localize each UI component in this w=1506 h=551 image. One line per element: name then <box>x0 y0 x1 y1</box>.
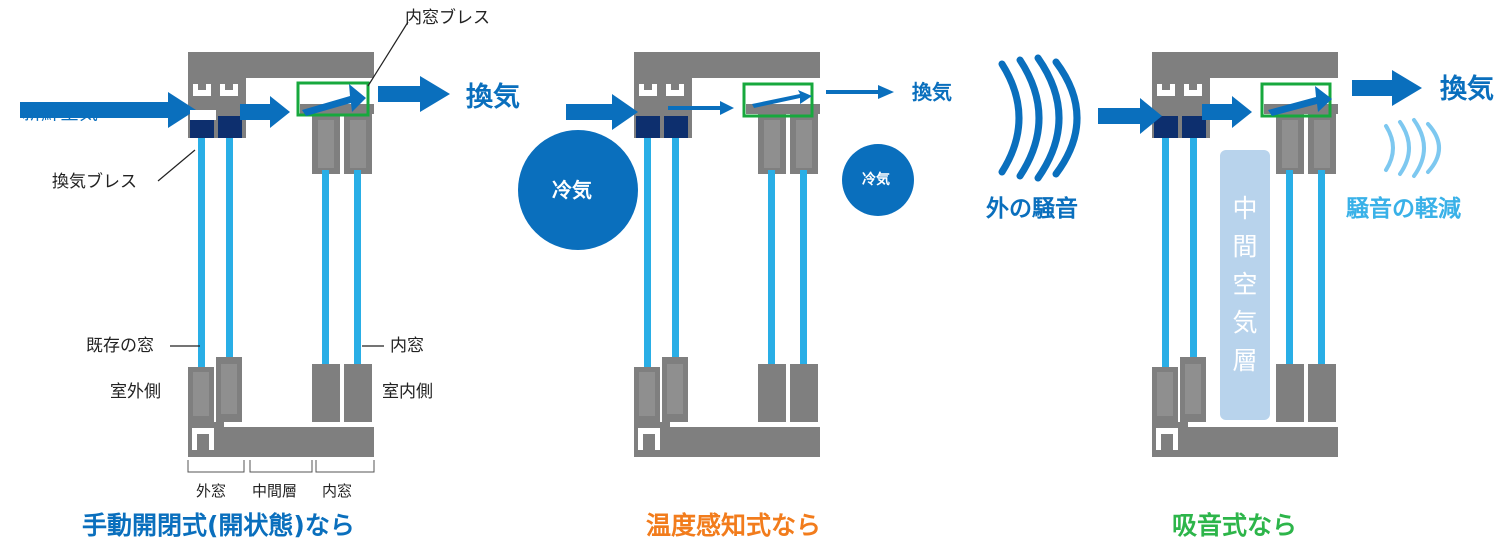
arrow-brace-2 <box>752 90 812 108</box>
bracket-outer <box>187 460 245 473</box>
cold-air-small-label: 冷気 <box>862 172 890 188</box>
arrow-noise-in <box>1098 98 1162 134</box>
noise-waves-reduced <box>1384 118 1441 178</box>
caption-temperature: 温度感知式なら <box>646 511 822 540</box>
air-layer-label: 中 間 空 気 層 <box>1220 150 1270 420</box>
arrow-fresh-air <box>20 92 196 128</box>
bracket-inner-label: 内窓 <box>322 482 353 500</box>
ventilation-label-3: 換気 <box>1440 74 1494 105</box>
ventilation-label-1: 換気 <box>466 82 520 113</box>
arrow-brace-1 <box>302 84 366 116</box>
caption-sound-absorbing: 吸音式なら <box>1172 511 1298 540</box>
outdoor-side-label: 室外側 <box>110 382 161 402</box>
arrow-mid-2 <box>668 101 734 115</box>
noise-reduction-label: 騒音の軽減 <box>1346 196 1461 222</box>
leader-vent-brace <box>157 149 196 182</box>
inner-brace-box-2 <box>742 82 814 118</box>
air-layer-char: 空 <box>1232 270 1258 299</box>
cold-air-circle-small <box>842 144 914 216</box>
cold-air-circle-large <box>518 130 638 250</box>
air-layer-box <box>1220 150 1270 420</box>
existing-window-label: 既存の窓 <box>86 336 154 356</box>
arrow-vent-2 <box>826 85 894 99</box>
bracket-middle <box>249 460 313 473</box>
fresh-air-label: 新鮮空気 <box>22 102 99 124</box>
leader-inner-brace <box>367 21 409 87</box>
air-layer-char: 層 <box>1232 346 1258 375</box>
arrow-mid-3 <box>1202 96 1252 128</box>
ventilation-label-2: 換気 <box>912 80 952 104</box>
outside-noise-label: 外の騒音 <box>986 196 1078 222</box>
arrow-vent-1 <box>378 76 450 112</box>
arrow-brace-3 <box>1268 86 1332 116</box>
inner-brace-box-1 <box>296 81 370 117</box>
inner-window-label: 内窓 <box>390 336 424 356</box>
caption-manual: 手動開閉式(開状態)なら <box>82 511 355 540</box>
bracket-middle-label: 中間層 <box>252 482 298 500</box>
arrow-mid-1 <box>240 96 290 128</box>
cold-air-large-label: 冷気 <box>552 178 592 202</box>
arrow-vent-3 <box>1352 70 1422 106</box>
bracket-inner <box>315 460 375 473</box>
air-layer-char: 間 <box>1232 232 1258 261</box>
inner-brace-label: 内窓ブレス <box>405 8 490 28</box>
air-layer-char: 気 <box>1232 308 1258 337</box>
arrow-cold-in <box>566 94 638 130</box>
bracket-outer-label: 外窓 <box>196 482 227 500</box>
air-layer-char: 中 <box>1232 194 1258 223</box>
vent-brace-label: 換気ブレス <box>52 172 137 192</box>
noise-waves-outside <box>998 54 1081 182</box>
indoor-side-label: 室内側 <box>382 382 433 402</box>
